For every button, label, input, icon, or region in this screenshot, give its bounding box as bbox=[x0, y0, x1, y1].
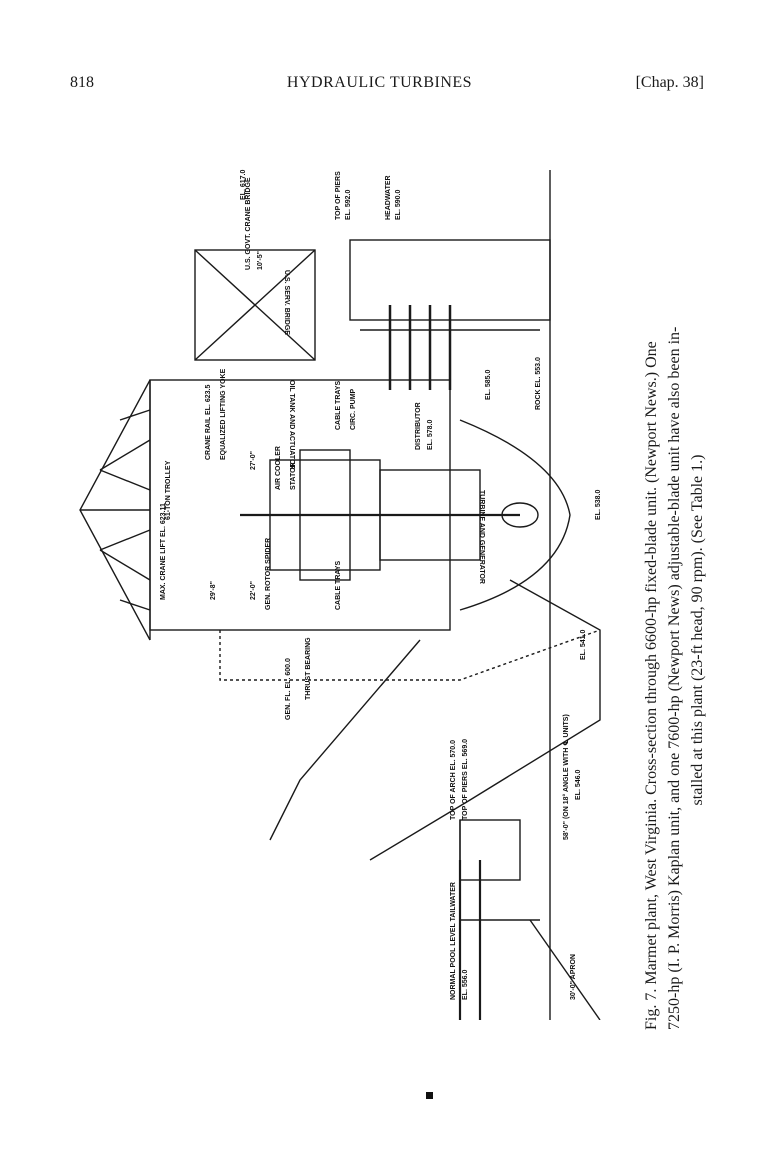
label-top-of-piers: TOP OF PIERS bbox=[335, 171, 342, 220]
label-top-arch: TOP OF ARCH EL. 570.0 bbox=[450, 740, 457, 820]
label-dim-10-5: 10'-5" bbox=[257, 251, 264, 270]
label-trolley: 61-TON TROLLEY bbox=[165, 460, 172, 520]
label-serv-bridge: U.S. SERV. BRIDGE bbox=[283, 270, 290, 335]
caption-line-3: stalled at this plant (23-ft head, 90 rp… bbox=[689, 454, 706, 806]
label-gen-fl: GEN. FL. EL. 600.0 bbox=[285, 658, 292, 720]
label-normal-pool: NORMAL POOL LEVEL TAILWATER bbox=[450, 882, 457, 1000]
label-dim-29-8: 29'-8" bbox=[210, 581, 217, 600]
draft-tube-upper bbox=[269, 639, 421, 841]
label-crane-rail: CRANE RAIL EL. 623.5 bbox=[205, 385, 212, 460]
label-oil-tank: OIL TANK AND ACTUATOR bbox=[288, 380, 295, 470]
turbine-casing bbox=[379, 469, 481, 561]
label-el-556: EL. 556.0 bbox=[462, 970, 469, 1000]
label-dim-27: 27'-0" bbox=[250, 451, 257, 470]
runner-hub bbox=[501, 502, 539, 528]
apron-slope bbox=[529, 919, 601, 1020]
label-el-538: EL. 538.0 bbox=[595, 490, 602, 520]
label-circ-pump: CIRC. PUMP bbox=[350, 388, 357, 430]
label-crane-bridge: U.S. GOVT. CRANE BRIDGE bbox=[245, 177, 252, 270]
label-cable-trays-2: CABLE TRAYS bbox=[335, 561, 342, 610]
draft-tube-lower bbox=[369, 579, 601, 861]
label-el-592: EL. 592.0 bbox=[345, 190, 352, 220]
label-air-cooler: AIR COOLER bbox=[275, 446, 282, 490]
label-dim-58: 58'-0" (ON 18° ANGLE WITH ℄ UNITS) bbox=[562, 714, 570, 840]
pier-block bbox=[459, 819, 521, 881]
label-el-590: EL. 590.0 bbox=[395, 190, 402, 220]
label-lifting-yoke: EQUALIZED LIFTING YOKE bbox=[220, 368, 227, 460]
crane-bridge bbox=[194, 249, 316, 361]
caption-line-2: 7250-hp (I. P. Morris) Kaplan unit, and … bbox=[666, 326, 683, 1030]
running-title: HYDRAULIC TURBINES bbox=[286, 74, 473, 91]
label-el-617: EL. 617.0 bbox=[240, 170, 247, 200]
label-cable-trays: CABLE TRAYS bbox=[335, 381, 342, 430]
label-top-piers-569: TOP OF PIERS EL. 569.0 bbox=[462, 739, 469, 820]
label-distributor: DISTRIBUTOR bbox=[415, 402, 422, 450]
page-number: 818 bbox=[70, 74, 94, 91]
label-el-541: EL. 541.0 bbox=[580, 630, 587, 660]
label-el-578: EL. 578.0 bbox=[427, 420, 434, 450]
label-apron: 30'-0" APRON bbox=[570, 954, 577, 1000]
label-turbine-generator: TURBINE AND GENERATOR bbox=[478, 490, 485, 584]
figure-caption: Fig. 7. Marmet plant, West Virginia. Cro… bbox=[640, 230, 709, 1030]
chapter-label: [Chap. 38] bbox=[635, 74, 704, 91]
label-el-585: EL. 585.0 bbox=[485, 370, 492, 400]
footer-mark bbox=[426, 1092, 433, 1099]
label-el-546: EL. 546.0 bbox=[575, 770, 582, 800]
label-gen-rotor: GEN. ROTOR SPIDER bbox=[265, 538, 272, 610]
scroll-case bbox=[459, 419, 571, 611]
cross-section-drawing: EL. 617.0 TOP OF PIERS EL. 592.0 HEADWAT… bbox=[79, 170, 602, 1020]
label-stator: STATOR bbox=[290, 462, 297, 490]
label-max-crane-lift: MAX. CRANE LIFT EL. 623.11 bbox=[160, 503, 167, 600]
label-thrust-bearing: THRUST BEARING bbox=[305, 637, 312, 700]
label-dim-22: 22'-0" bbox=[250, 581, 257, 600]
label-rock-el: ROCK EL. 553.0 bbox=[535, 357, 542, 410]
label-headwater: HEADWATER bbox=[385, 175, 392, 220]
caption-line-1: Fig. 7. Marmet plant, West Virginia. Cro… bbox=[643, 341, 660, 1030]
